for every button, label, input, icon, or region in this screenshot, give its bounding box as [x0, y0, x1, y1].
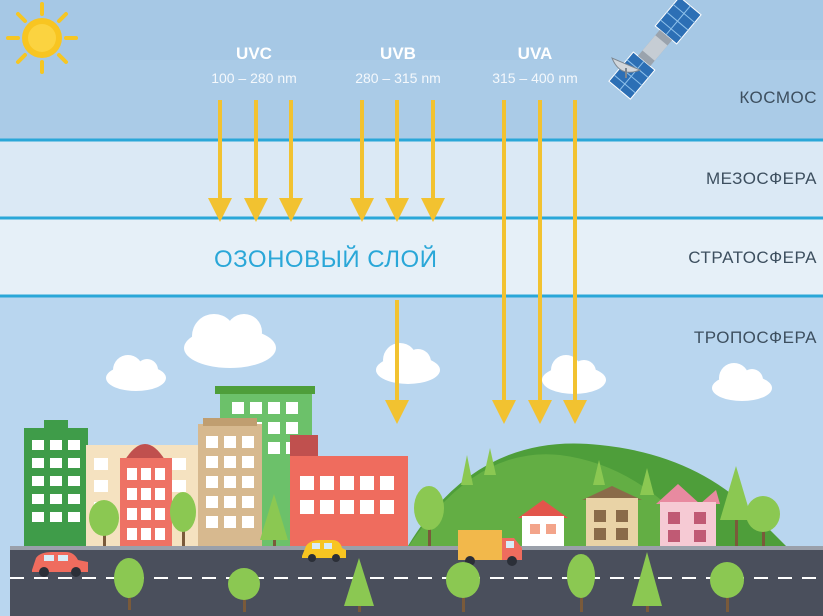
tree-icon	[414, 486, 444, 548]
building-icon	[120, 444, 172, 550]
tree-icon	[746, 496, 780, 548]
ozone-layer-label: ОЗОНОВЫЙ СЛОЙ	[214, 246, 438, 273]
tree-icon	[89, 500, 119, 548]
mesosphere-label: МЕЗОСФЕРА	[705, 169, 817, 188]
tree-icon	[710, 562, 744, 612]
stratosphere-label: СТРАТОСФЕРА	[688, 248, 817, 267]
tree-icon	[567, 554, 595, 612]
tree-icon	[720, 466, 752, 548]
tree-icon	[632, 552, 662, 612]
building-icon	[198, 418, 262, 550]
satellite-dish-icon	[611, 57, 642, 78]
cloud-icon	[376, 343, 440, 384]
uvb-arrows	[350, 100, 445, 424]
ozone-band	[0, 218, 823, 296]
uvc-label: UVC	[236, 44, 272, 63]
car-icon	[32, 552, 88, 577]
car-icon	[302, 540, 346, 562]
uvc-range: 100 – 280 nm	[211, 70, 297, 86]
uvb-label: UVB	[380, 44, 416, 63]
tree-icon	[114, 558, 144, 610]
tree-icon	[170, 492, 196, 548]
house-icon	[656, 484, 720, 548]
uva-label: UVA	[517, 44, 553, 63]
uvc-arrows	[208, 100, 303, 222]
cloud-icon	[106, 355, 166, 391]
tree-icon	[228, 568, 260, 612]
building-icon	[290, 435, 408, 550]
tree-icon	[461, 448, 654, 495]
troposphere-label: ТРОПОСФЕРА	[693, 328, 817, 347]
tree-icon	[260, 494, 288, 548]
cloud-icon	[712, 363, 772, 401]
tree-icon	[446, 562, 480, 612]
cloud-icon	[184, 314, 276, 368]
uvb-range: 280 – 315 nm	[355, 70, 441, 86]
mesosphere-band	[0, 140, 823, 218]
space-label: КОСМОС	[739, 88, 817, 107]
building-icon	[24, 420, 88, 550]
sun-icon	[6, 2, 78, 74]
satellite-icon	[608, 0, 702, 100]
uva-arrows	[492, 100, 587, 424]
house-icon	[518, 500, 568, 548]
house-icon	[582, 486, 642, 548]
road	[10, 548, 823, 616]
uva-range: 315 – 400 nm	[492, 70, 578, 86]
tree-icon	[344, 558, 374, 612]
